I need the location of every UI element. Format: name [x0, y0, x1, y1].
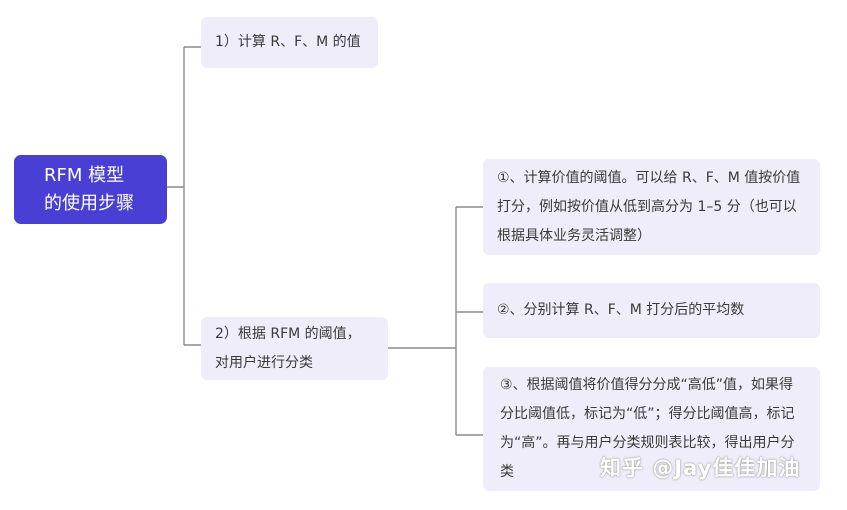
root-title-line1: RFM 模型 — [44, 165, 125, 186]
sub3-node: ③、根据阈值将价值得分分成“高低”值，如果得分比阈值低，标记为“低”；得分比阈值… — [483, 367, 820, 491]
step2-node: 2）根据 RFM 的阈值，对用户进行分类 — [201, 317, 388, 380]
step1-node: 1）计算 R、F、M 的值 — [201, 17, 378, 68]
sub1-node: ①、计算价值的阈值。可以给 R、F、M 值按价值打分，例如按价值从低到高分为 1… — [483, 159, 820, 255]
sub1-text: ①、计算价值的阈值。可以给 R、F、M 值按价值打分，例如按价值从低到高分为 1… — [497, 169, 801, 244]
sub3-text: ③、根据阈值将价值得分分成“高低”值，如果得分比阈值低，标记为“低”；得分比阈值… — [500, 377, 795, 480]
root-title-line2: 的使用步骤 — [44, 193, 134, 214]
watermark: 知乎 @Jay佳佳加油 — [600, 456, 801, 480]
root-node: RFM 模型 的使用步骤 — [14, 155, 167, 224]
step2-text: 2）根据 RFM 的阈值，对用户进行分类 — [215, 325, 361, 371]
sub2-node: ②、分别计算 R、F、M 打分后的平均数 — [483, 283, 820, 338]
step1-text: 1）计算 R、F、M 的值 — [215, 34, 361, 50]
sub2-text: ②、分别计算 R、F、M 打分后的平均数 — [497, 302, 745, 318]
